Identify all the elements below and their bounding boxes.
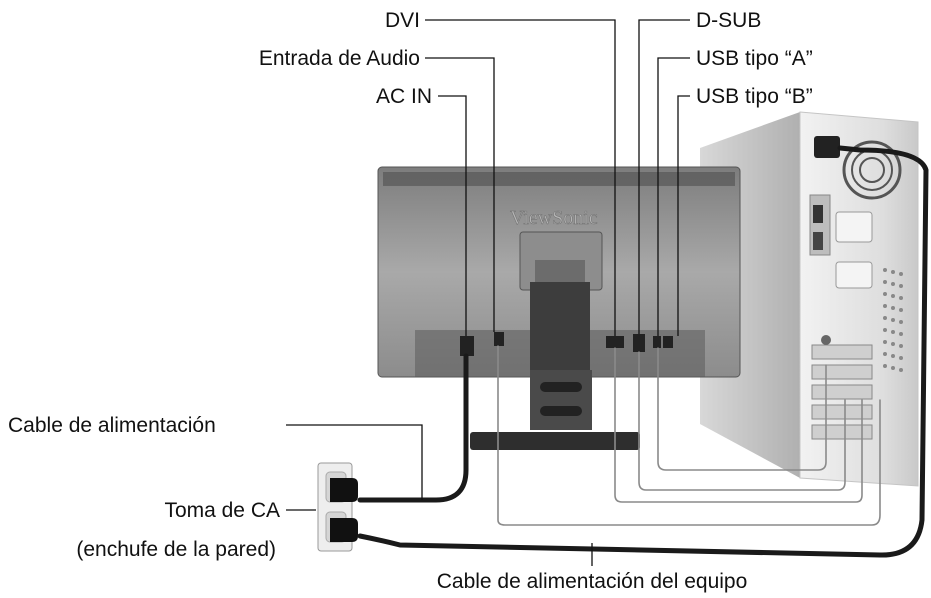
- plug-icon: [330, 478, 358, 502]
- label-outlet: Toma de CA: [164, 499, 280, 522]
- audio-in-port: [494, 332, 504, 346]
- brand-logo: ViewSonic: [510, 207, 598, 229]
- pc-power-socket: [814, 136, 840, 158]
- label-dsub: D-SUB: [696, 9, 761, 32]
- label-ac-in: AC IN: [376, 85, 432, 108]
- leader-lines: [286, 19, 690, 566]
- label-pc-power-cable: Cable de alimentación del equipo: [437, 570, 748, 593]
- pc-power-cable: [357, 145, 929, 558]
- monitor: ViewSonic: [377, 166, 741, 450]
- cables: [357, 145, 929, 558]
- label-usb-b: USB tipo “B”: [696, 85, 813, 108]
- audio-cable: [497, 345, 881, 526]
- usb-a-port: [653, 336, 661, 348]
- dvi-cable: [614, 347, 863, 503]
- plug-icon: [330, 518, 358, 542]
- usb-b-port: [663, 336, 673, 348]
- computer-tower: [700, 111, 919, 487]
- usb-cable: [657, 347, 827, 471]
- label-audio-in: Entrada de Audio: [259, 47, 420, 70]
- dsub-cable: [638, 351, 846, 491]
- label-usb-a: USB tipo “A”: [696, 47, 813, 70]
- label-dvi: DVI: [385, 9, 420, 32]
- dsub-port: [633, 334, 645, 352]
- monitor-power-cable: [357, 353, 469, 503]
- wall-outlet: [317, 462, 358, 552]
- label-power-cable: Cable de alimentación: [8, 414, 216, 437]
- dvi-port: [606, 336, 624, 348]
- ac-in-port: [460, 336, 474, 356]
- label-outlet-sub: (enchufe de la pared): [76, 538, 276, 561]
